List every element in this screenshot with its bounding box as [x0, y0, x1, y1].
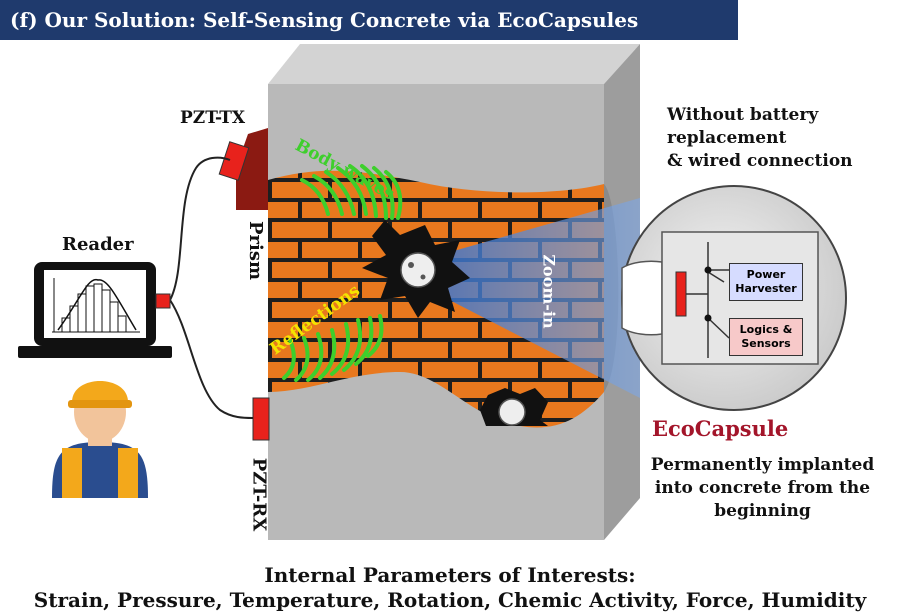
pzt-tx-label: PZT-TX: [180, 108, 246, 128]
cables: [169, 156, 254, 419]
parameters-caption: Internal Parameters of Interests: Strain…: [0, 563, 900, 613]
logic-line: Logics &: [739, 323, 793, 336]
crack-capsule-upper: [362, 220, 470, 318]
battery-note: Without battery replacement & wired conn…: [667, 104, 892, 173]
parameters-list: Strain, Pressure, Temperature, Rotation,…: [33, 588, 867, 612]
battery-note-line: replacement: [667, 128, 787, 148]
power-line: Harvester: [735, 282, 797, 295]
page-title: (f) Our Solution: Self-Sensing Concrete …: [0, 0, 738, 40]
implant-note: Permanently implanted into concrete from…: [630, 454, 895, 523]
logic-line: Sensors: [741, 337, 791, 350]
prism-label: Prism: [245, 220, 267, 281]
crack-capsule-lower: [480, 388, 548, 426]
reflection-arcs: [282, 314, 384, 382]
pzt-tx-sensor: [218, 128, 268, 210]
implant-line: Permanently implanted: [650, 455, 875, 475]
implant-line: into concrete from the: [654, 478, 871, 498]
zoom-cone: [415, 198, 640, 398]
worker-icon: [52, 381, 148, 498]
battery-note-line: & wired connection: [667, 151, 853, 171]
battery-note-line: Without battery: [667, 105, 819, 125]
implant-line: beginning: [714, 501, 811, 521]
pzt-rx-sensor: [252, 397, 270, 441]
power-line: Power: [746, 268, 786, 281]
body-waves-arcs: [300, 164, 403, 220]
ecocapsule-label: EcoCapsule: [652, 416, 789, 441]
parameters-heading: Internal Parameters of Interests:: [264, 563, 636, 587]
reader-label: Reader: [62, 234, 134, 255]
zoom-in-label: Zoom-in: [539, 254, 559, 329]
pzt-rx-label: PZT-RX: [248, 457, 270, 532]
reader-laptop: [18, 262, 172, 358]
logics-sensors-box: Logics &Sensors: [729, 318, 803, 356]
